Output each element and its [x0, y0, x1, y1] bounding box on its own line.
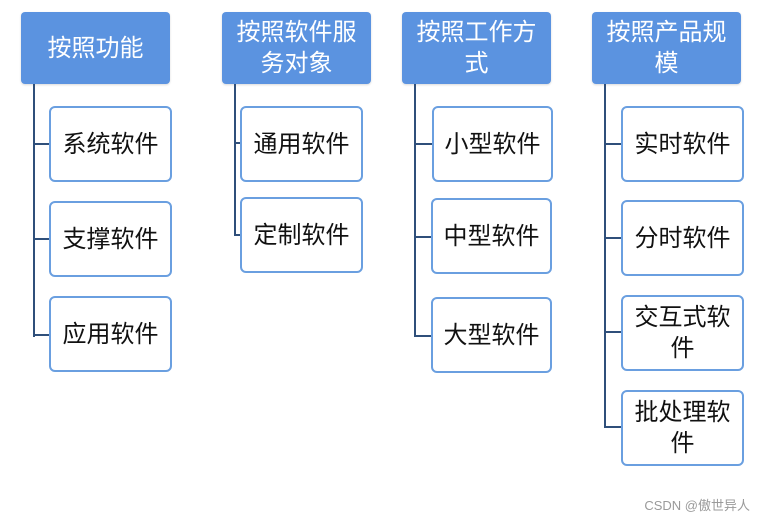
node-small-software: 小型软件 — [432, 106, 553, 182]
node-interactive-software: 交互式软件 — [621, 295, 744, 371]
node-custom-software: 定制软件 — [240, 197, 363, 273]
node-support-software: 支撑软件 — [49, 201, 172, 277]
node-timesharing-software: 分时软件 — [621, 200, 744, 276]
connector-branch — [234, 142, 240, 144]
connector-branch — [414, 143, 432, 145]
category-header-product-scale: 按照产品规模 — [592, 12, 741, 84]
category-header-function: 按照功能 — [21, 12, 170, 84]
connector-branch — [414, 236, 432, 238]
connector-branch — [604, 426, 621, 428]
node-system-software: 系统软件 — [49, 106, 172, 182]
connector-trunk — [234, 84, 236, 236]
category-header-work-mode: 按照工作方式 — [402, 12, 551, 84]
connector-branch — [604, 237, 621, 239]
node-general-software: 通用软件 — [240, 106, 363, 182]
node-application-software: 应用软件 — [49, 296, 172, 372]
connector-branch — [604, 331, 621, 333]
node-realtime-software: 实时软件 — [621, 106, 744, 182]
node-medium-software: 中型软件 — [431, 198, 552, 274]
watermark: CSDN @傲世异人 — [644, 498, 750, 513]
connector-branch — [234, 234, 240, 236]
connector-branch — [414, 335, 432, 337]
connector-branch — [33, 143, 49, 145]
node-large-software: 大型软件 — [431, 297, 552, 373]
node-batch-software: 批处理软件 — [621, 390, 744, 466]
connector-trunk — [604, 84, 606, 428]
connector-trunk — [414, 84, 416, 337]
connector-branch — [604, 143, 621, 145]
connector-branch — [33, 334, 49, 336]
category-header-service-target: 按照软件服务对象 — [222, 12, 371, 84]
connector-branch — [33, 238, 49, 240]
connector-trunk — [33, 84, 35, 337]
